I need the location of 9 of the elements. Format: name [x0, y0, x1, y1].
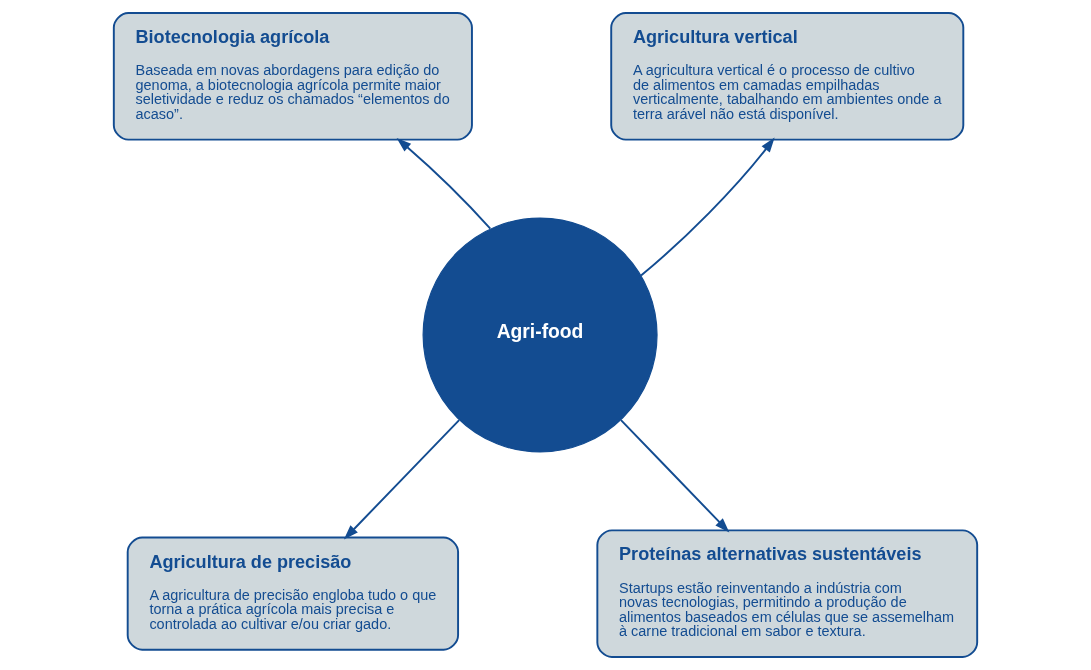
arrow	[640, 137, 775, 277]
node-box: Biotecnologia agrícola Baseada em novas abordagens para edição do genoma, a biotecnologia agrícola permite maior seletividade e reduz os chamados “elementos do acaso”.	[112, 12, 473, 141]
node-box: Agricultura de precisão A agricultura de precisão engloba tudo o que torna a prática agrícola mais precisa e controlada ao cultivar e/ou criar gado.	[126, 536, 460, 651]
node-box: Agricultura vertical A agricultura vertical é o processo de cultivo de alimentos em camadas empilhadas verticalmente, tabalhando em ambientes onde a terra arável não está disponível.	[610, 12, 965, 141]
node-box: Proteínas alternativas sustentáveis Startups estão reinventando a indústria com novas tecnologias, permitindo a produção de alimentos baseados em células que se assemelham à carne tradicional em sabor e textura.	[596, 529, 979, 658]
arrow	[620, 419, 730, 533]
arrow	[396, 138, 492, 230]
node-circle: Agri-food	[422, 217, 658, 453]
arrow	[343, 419, 461, 540]
